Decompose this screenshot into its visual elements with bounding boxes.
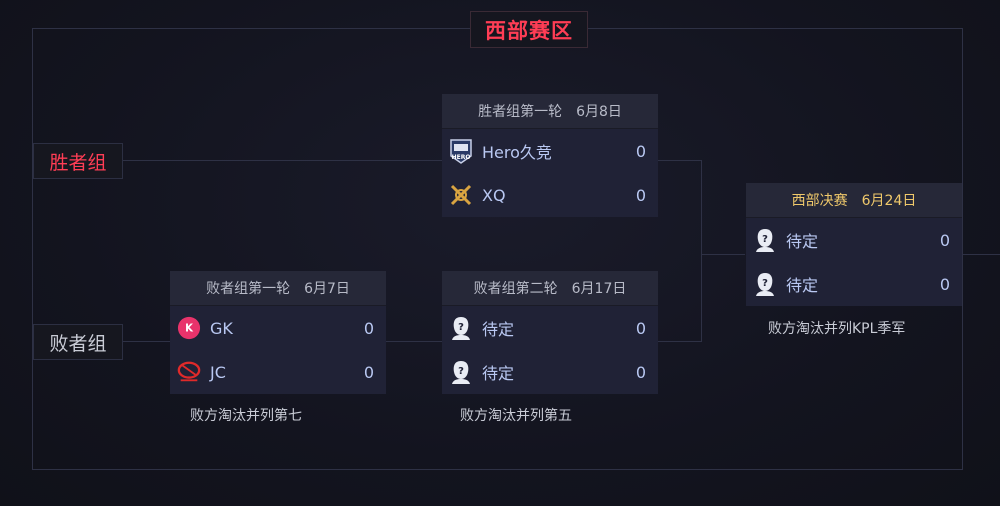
team-score: 0 bbox=[939, 274, 950, 294]
svg-text:HERO: HERO bbox=[452, 154, 471, 161]
connector-lr1-lr2 bbox=[386, 341, 442, 342]
team-row[interactable]: K GK 0 bbox=[170, 306, 386, 350]
frame-top-right bbox=[586, 28, 963, 29]
connector-lr2-out bbox=[658, 341, 701, 342]
connector-loser bbox=[122, 341, 170, 342]
team-score: 0 bbox=[635, 185, 646, 205]
match-note-loser-r1: 败方淘汰并列第七 bbox=[190, 408, 302, 424]
team-name: 待定 bbox=[482, 364, 515, 383]
team-score: 0 bbox=[635, 141, 646, 161]
match-header: 败者组第一轮 6月7日 bbox=[170, 271, 386, 306]
winner-bracket-label: 胜者组 bbox=[33, 143, 123, 179]
team-name: Hero久竞 bbox=[482, 143, 552, 162]
match-name: 胜者组第一轮 bbox=[478, 104, 563, 120]
match-date: 6月24日 bbox=[861, 193, 917, 209]
team-row[interactable]: ? 待定 0 bbox=[442, 306, 658, 350]
tbd-avatar-icon: ? bbox=[449, 316, 473, 340]
team-row[interactable]: HERO Hero久竞 0 bbox=[442, 129, 658, 173]
match-card-winner-r1[interactable]: 胜者组第一轮 6月8日 HERO Hero久竞 0 XQ 0 bbox=[442, 94, 658, 217]
match-note-final: 败方淘汰并列KPL季军 bbox=[768, 321, 906, 337]
team-row[interactable]: ? 待定 0 bbox=[746, 218, 962, 262]
team-score: 0 bbox=[635, 362, 646, 382]
match-header: 败者组第二轮 6月17日 bbox=[442, 271, 658, 306]
connector-wr1-out bbox=[658, 160, 701, 161]
team-row[interactable]: ? 待定 0 bbox=[746, 262, 962, 306]
connector-vertical bbox=[701, 160, 702, 342]
match-card-loser-r1[interactable]: 败者组第一轮 6月7日 K GK 0 JC 0 bbox=[170, 271, 386, 394]
jc-logo-icon bbox=[177, 360, 201, 384]
tbd-avatar-icon: ? bbox=[753, 272, 777, 296]
match-date: 6月8日 bbox=[576, 104, 622, 120]
frame-bottom bbox=[32, 469, 963, 470]
frame-top-left bbox=[32, 28, 470, 29]
team-name: 待定 bbox=[786, 232, 819, 251]
match-card-loser-r2[interactable]: 败者组第二轮 6月17日 ? 待定 0 ? 待定 0 bbox=[442, 271, 658, 394]
svg-text:K: K bbox=[185, 324, 194, 335]
match-date: 6月7日 bbox=[304, 281, 350, 297]
team-name: XQ bbox=[482, 185, 506, 205]
team-row[interactable]: ? 待定 0 bbox=[442, 350, 658, 394]
xq-logo-icon bbox=[449, 183, 473, 207]
tbd-avatar-icon: ? bbox=[449, 360, 473, 384]
svg-text:?: ? bbox=[458, 366, 464, 377]
hero-logo-icon: HERO bbox=[449, 139, 473, 164]
match-name: 西部决赛 bbox=[791, 193, 848, 209]
gk-logo-icon: K bbox=[177, 316, 201, 340]
loser-bracket-label: 败者组 bbox=[33, 324, 123, 360]
tbd-avatar-icon: ? bbox=[753, 228, 777, 252]
team-score: 0 bbox=[363, 318, 374, 338]
connector-final-out bbox=[962, 254, 1000, 255]
region-title: 西部赛区 bbox=[470, 11, 588, 48]
svg-text:?: ? bbox=[762, 234, 768, 245]
svg-text:?: ? bbox=[762, 278, 768, 289]
match-name: 败者组第一轮 bbox=[206, 281, 291, 297]
match-note-loser-r2: 败方淘汰并列第五 bbox=[460, 408, 572, 424]
team-name: 待定 bbox=[482, 320, 515, 339]
team-row[interactable]: JC 0 bbox=[170, 350, 386, 394]
match-name: 败者组第二轮 bbox=[473, 281, 558, 297]
frame-left bbox=[32, 28, 33, 470]
match-header: 胜者组第一轮 6月8日 bbox=[442, 94, 658, 129]
connector-to-final bbox=[701, 254, 745, 255]
team-score: 0 bbox=[363, 362, 374, 382]
team-name: 待定 bbox=[786, 276, 819, 295]
match-date: 6月17日 bbox=[571, 281, 627, 297]
team-score: 0 bbox=[939, 230, 950, 250]
match-header: 西部决赛 6月24日 bbox=[746, 183, 962, 218]
match-card-final[interactable]: 西部决赛 6月24日 ? 待定 0 ? 待定 0 bbox=[746, 183, 962, 306]
frame-right bbox=[962, 28, 963, 470]
svg-text:?: ? bbox=[458, 322, 464, 333]
team-score: 0 bbox=[635, 318, 646, 338]
team-name: GK bbox=[210, 318, 233, 338]
connector-winner bbox=[122, 160, 442, 161]
team-name: JC bbox=[210, 362, 226, 382]
team-row[interactable]: XQ 0 bbox=[442, 173, 658, 217]
